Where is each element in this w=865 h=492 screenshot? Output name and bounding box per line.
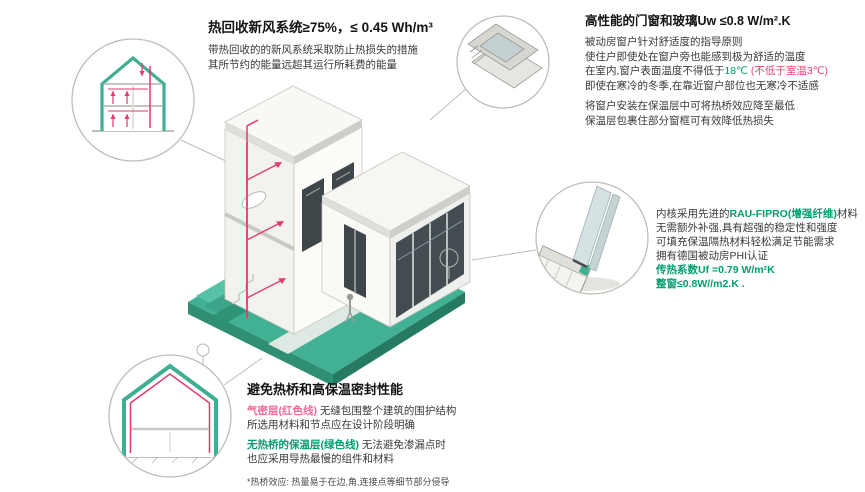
callout-insulation xyxy=(108,354,232,478)
house-front-pavilion xyxy=(321,151,471,328)
windows-line4: 即使在寒冷的冬季,在靠近窗户部位也无寒冷不适感 xyxy=(585,79,819,92)
airtight-layer-line xyxy=(129,373,211,453)
hrv-line1: 带热回收的的新风系统采取防止热损失的措施 xyxy=(208,44,418,56)
windows-line2: 使住户即使处在窗户旁也能感到极为舒适的温度 xyxy=(585,50,806,63)
thermal-line4: 也应采用导热最慢的组件和材料 xyxy=(247,453,394,465)
person-figure xyxy=(345,293,355,323)
profile-line2: 无需额外补强,具有超强的稳定性和强度 xyxy=(656,222,838,234)
callout-hrv xyxy=(71,38,195,162)
main-house-illustration xyxy=(188,85,471,386)
windows-line3: 在室内,窗户表面温度不得低于18℃ (不低于室温3℃) xyxy=(585,64,861,79)
windows-line6: 保温层包裹住部分窗框可有效降低热损失 xyxy=(585,114,774,127)
insulation-layer-line xyxy=(122,363,218,457)
callout-frame-profile xyxy=(535,181,649,295)
hrv-title: 热回收新风系统≥75%，≤ 0.45 Wh/m³ xyxy=(208,20,433,35)
bathtub xyxy=(241,191,267,209)
thermal-line2: 所选用材料和节点应在设计阶段明确 xyxy=(247,419,415,431)
windows-title: 高性能的门窗和玻璃Uw ≤0.8 W/m².K xyxy=(585,14,791,28)
callout-window-detail xyxy=(456,15,550,109)
windows-line1: 被动房窗户针对舒适度的指导原则 xyxy=(585,36,743,48)
thermal-title: 避免热桥和高保温密封性能 xyxy=(247,382,404,397)
ventilation-ducts xyxy=(246,119,286,318)
insulation-layer-label: 无热桥的保温层(绿色线) xyxy=(247,439,359,451)
thermal-line3: 无热桥的保温层(绿色线) 无法避免渗漏点时 xyxy=(247,438,582,452)
profile-uw-value: 整窗≤0.8W//m2.K . xyxy=(656,278,745,290)
windows-section: 高性能的门窗和玻璃Uw ≤0.8 W/m².K 被动房窗户针对舒适度的指导原则 … xyxy=(585,10,861,128)
thermal-line1: 气密层(红色线) 无缝包围整个建筑的围护结构 xyxy=(247,404,582,418)
thermal-bridge-section: 避免热桥和高保温密封性能 气密层(红色线) 无缝包围整个建筑的围护结构 所选用材… xyxy=(247,379,582,489)
hrv-section: 热回收新风系统≥75%，≤ 0.45 Wh/m³ 带热回收的的新风系统采取防止热… xyxy=(208,16,476,73)
frame-profile-section: 内核采用先进的RAU-FIPRO(增强纤维)材料 无需额外补强,具有超强的稳定性… xyxy=(656,207,864,291)
windows-line3-temp: 18℃ xyxy=(724,65,748,77)
footnote: *热桥效应: 热量易于在边,角,连接点等细节部分侵导 xyxy=(247,477,450,487)
hrv-line2: 其所节约的能量远超其运行所耗费的能量 xyxy=(208,59,397,71)
profile-line4: 拥有德国被动房PHI认证 xyxy=(656,250,769,262)
profile-line1-text: 内核采用先进的 xyxy=(656,208,730,220)
airtight-layer-label: 气密层(红色线) xyxy=(247,405,317,417)
profile-uf-value: 传热系数Uf =0.79 W/m²K xyxy=(656,264,775,276)
thermal-line1-text: 无缝包围整个建筑的围护结构 xyxy=(317,405,457,417)
profile-line1: 内核采用先进的RAU-FIPRO(增强纤维)材料 xyxy=(656,207,864,221)
thermal-line3-text: 无法避免渗漏点时 xyxy=(359,439,446,451)
windows-line3-note: (不低于室温3℃) xyxy=(747,65,828,77)
airflow-arrows xyxy=(110,63,145,127)
windows-line3-text: 在室内,窗户表面温度不得低于 xyxy=(585,65,725,77)
profile-line1-material: RAU-FIPRO(增强纤维) xyxy=(729,208,837,220)
profile-line3: 可填充保温隔热材料轻松满足节能需求 xyxy=(656,236,835,248)
interior-stairs xyxy=(231,274,254,305)
profile-line1-suffix: 材料 xyxy=(836,208,858,220)
landscaping xyxy=(196,248,459,365)
windows-line5: 将窗户安装在保温层中可将热桥效应降至最低 xyxy=(585,100,795,112)
